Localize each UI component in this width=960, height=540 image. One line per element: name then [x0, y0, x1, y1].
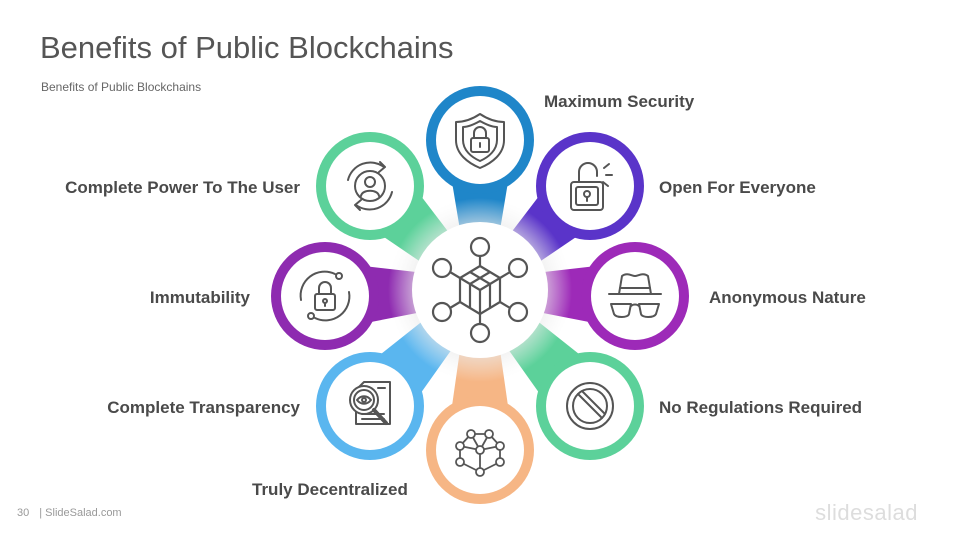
center-hub	[412, 222, 548, 358]
user-gear-icon	[347, 161, 393, 211]
benefit-node-face-7	[281, 252, 369, 340]
benefit-node-face-3	[591, 252, 679, 340]
footer-text: | SlideSalad.com	[39, 507, 122, 519]
label-maximum-security: Maximum Security	[544, 92, 695, 111]
blockchain-cube-icon	[431, 236, 529, 344]
label-open-for-everyone: Open For Everyone	[659, 178, 816, 197]
page-number: 30	[17, 507, 30, 519]
benefit-node-face-1	[436, 96, 524, 184]
shield-lock-icon	[455, 113, 505, 169]
prohibited-icon	[566, 382, 614, 430]
label-complete-power-to-the-user: Complete Power To The User	[65, 178, 300, 197]
slide-subtitle: Benefits of Public Blockchains	[41, 80, 202, 94]
network-nodes-icon	[455, 429, 505, 477]
label-no-regulations-required: No Regulations Required	[659, 398, 863, 417]
label-immutability: Immutability	[149, 288, 250, 307]
hat-glasses-icon	[608, 273, 662, 318]
label-complete-transparency: Complete Transparency	[107, 398, 300, 417]
brand-logo: slidesalad	[815, 500, 918, 525]
label-truly-decentralized: Truly Decentralized	[252, 480, 408, 499]
document-search-icon	[349, 381, 391, 425]
lock-cycle-icon	[299, 270, 351, 322]
unlocked-padlock-icon	[570, 162, 613, 211]
footer: 30 | SlideSalad.com	[17, 507, 128, 519]
label-anonymous-nature: Anonymous Nature	[709, 288, 866, 307]
slide-title: Benefits of Public Blockchains	[40, 30, 454, 65]
